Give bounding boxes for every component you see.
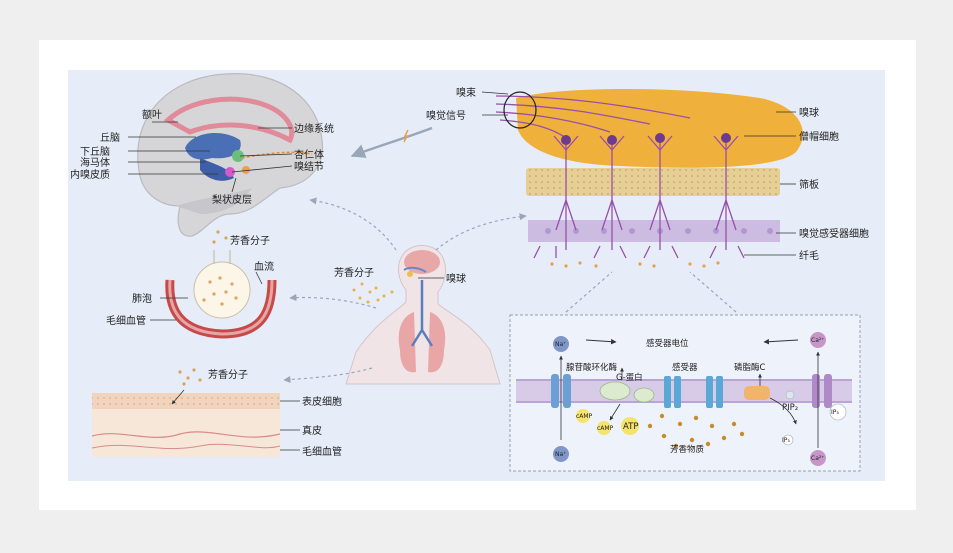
brain-leaders bbox=[128, 121, 293, 193]
skin-leaders bbox=[280, 400, 300, 451]
dashed-connectors bbox=[283, 197, 737, 384]
label-skin-aroma-molecule: 芳香分子 bbox=[208, 368, 248, 381]
label-thalamus: 丘脑 bbox=[100, 131, 120, 144]
label-atp: ATP bbox=[623, 422, 638, 432]
label-limbic-system: 边缘系统 bbox=[294, 122, 334, 135]
label-camp-1: cAMP bbox=[576, 413, 593, 420]
label-ca-bottom: Ca²⁺ bbox=[811, 455, 824, 462]
label-ip3-free: IP₃ bbox=[782, 437, 790, 444]
label-receptor-potential: 感受器电位 bbox=[646, 338, 689, 349]
label-entorhinal-cortex: 内嗅皮质 bbox=[70, 168, 110, 181]
label-amygdala: 杏仁体 bbox=[294, 148, 324, 161]
alveolus-illustration bbox=[165, 230, 277, 339]
label-ca-top: Ca²⁺ bbox=[811, 337, 824, 344]
label-piriform-cortex: 梨状皮层 bbox=[212, 193, 252, 206]
label-human-olfactory-bulb: 嗅球 bbox=[446, 272, 466, 285]
label-olfactory-tract: 嗅束 bbox=[456, 86, 476, 99]
signal-bolt-icon bbox=[403, 129, 409, 143]
label-adenylyl-cyclase: 腺苷酸环化酶 bbox=[566, 362, 618, 373]
skin-illustration bbox=[91, 368, 281, 457]
label-na-bottom: Na⁺ bbox=[555, 451, 566, 458]
label-alveolus: 肺泡 bbox=[132, 292, 152, 305]
label-lung-capillary: 毛细血管 bbox=[106, 314, 146, 327]
label-human-aroma-molecule: 芳香分子 bbox=[334, 266, 374, 279]
label-skin-capillary: 毛细血管 bbox=[302, 445, 342, 458]
label-pip2: PIP₂ bbox=[782, 403, 798, 413]
label-cilia: 纤毛 bbox=[799, 249, 819, 262]
label-dermis: 真皮 bbox=[302, 424, 322, 437]
signal-arrow bbox=[350, 126, 433, 158]
signal-pathway-box bbox=[509, 314, 861, 472]
label-odorant: 芳香物质 bbox=[670, 444, 705, 455]
label-na-top: Na⁺ bbox=[555, 341, 566, 348]
label-receptor: 感受器 bbox=[672, 362, 698, 373]
label-camp-2: cAMP bbox=[597, 425, 614, 432]
label-frontal-lobe: 额叶 bbox=[142, 108, 162, 121]
lung-leaders bbox=[150, 271, 263, 321]
label-ip3-membrane: IP₃ bbox=[831, 409, 839, 416]
label-lung-aroma-molecule: 芳香分子 bbox=[230, 234, 270, 247]
label-epidermal-cell: 表皮细胞 bbox=[302, 395, 342, 408]
label-phospholipase-c: 磷脂酶C bbox=[734, 362, 766, 373]
label-g-protein: G-蛋白 bbox=[616, 372, 643, 383]
label-hippocampus: 海马体 bbox=[80, 156, 110, 169]
human-torso-illustration bbox=[345, 245, 501, 385]
label-olfactory-bulb: 嗅球 bbox=[799, 106, 819, 119]
label-olfactory-ganglion: 嗅结节 bbox=[294, 160, 324, 173]
label-cribriform-plate: 筛板 bbox=[799, 178, 819, 191]
olfactory-bulb-illustration bbox=[495, 89, 803, 268]
label-blood-flow: 血流 bbox=[254, 260, 274, 273]
label-olfactory-signal: 嗅觉信号 bbox=[426, 109, 466, 122]
bulb-leaders bbox=[481, 91, 796, 256]
label-hypothalamus: 下丘脑 bbox=[80, 145, 110, 158]
label-receptor-cell: 嗅觉感受器细胞 bbox=[799, 227, 869, 240]
label-mitral-cell: 僧帽细胞 bbox=[799, 130, 839, 143]
brain-illustration bbox=[137, 73, 324, 237]
